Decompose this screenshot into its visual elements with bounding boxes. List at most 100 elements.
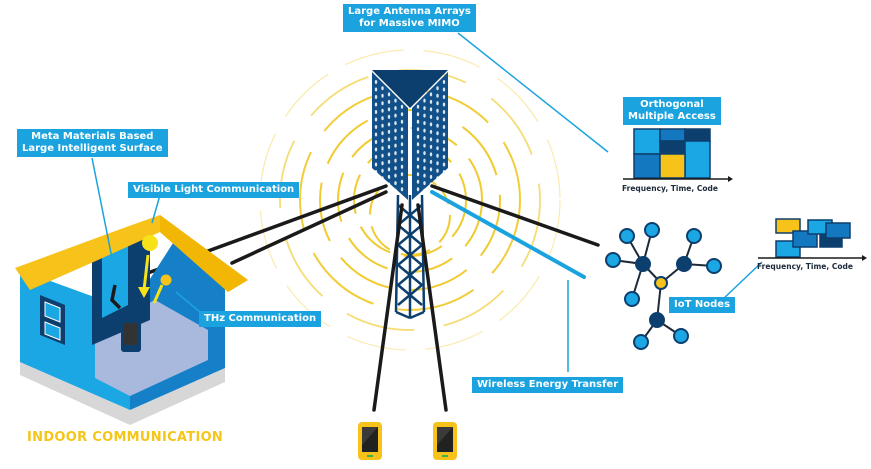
antenna-element <box>436 153 439 158</box>
antenna-element <box>374 155 378 159</box>
antenna-element <box>442 132 446 137</box>
antenna-element <box>442 147 446 152</box>
antenna-element <box>429 99 433 104</box>
label-oma: Orthogonal Multiple Access <box>623 97 721 125</box>
antenna-element <box>442 110 446 114</box>
antenna-element <box>442 80 446 84</box>
antenna-element <box>381 168 384 173</box>
antenna-element <box>416 187 420 192</box>
link-to-house-2 <box>230 190 388 265</box>
antenna-element <box>416 179 420 184</box>
antenna-element <box>442 155 446 159</box>
antenna-element <box>381 138 384 143</box>
antenna-element <box>387 144 391 149</box>
antenna-element <box>400 157 404 162</box>
antenna-element <box>381 153 384 158</box>
antenna-element <box>423 128 426 133</box>
antenna-element <box>423 106 426 111</box>
antenna-element <box>436 131 439 136</box>
antenna-element <box>387 174 391 179</box>
antenna-element <box>400 119 404 124</box>
label-meta-surface-line2: Large Intelligent Surface <box>22 143 163 154</box>
antenna-element <box>387 107 391 112</box>
antenna-element <box>423 121 426 126</box>
antenna-element <box>374 140 378 144</box>
antenna-element <box>387 99 391 104</box>
label-massive-mimo: Large Antenna Arrays for Massive MIMO <box>343 4 476 32</box>
oma-axis-label: Frequency, Time, Code <box>622 184 718 193</box>
antenna-element <box>394 188 397 193</box>
label-meta-surface-line1: Meta Materials Based <box>31 131 154 142</box>
antenna-element <box>442 87 446 92</box>
antenna-element <box>436 101 439 106</box>
antenna-element <box>429 129 433 134</box>
antenna-element <box>416 127 420 132</box>
antenna-element <box>394 158 397 163</box>
antenna-element <box>394 113 397 118</box>
antenna-element <box>423 158 426 163</box>
antenna-element <box>374 110 378 114</box>
antenna-element <box>374 80 378 84</box>
antenna-element <box>416 104 420 109</box>
antenna-element <box>387 122 391 127</box>
indoor-communication-title: INDOOR COMMUNICATION <box>27 430 224 445</box>
link-to-phone-2 <box>416 203 448 412</box>
antenna-element <box>416 142 420 147</box>
antenna-element <box>374 162 378 167</box>
antenna-element <box>387 137 391 142</box>
antenna-element <box>381 176 384 181</box>
antenna-element <box>381 86 384 91</box>
house-illustration <box>15 215 248 425</box>
antenna-element <box>387 182 391 187</box>
antenna-element <box>381 101 384 106</box>
antenna-element <box>374 132 378 137</box>
antenna-element <box>416 157 420 162</box>
noma-resource-chart <box>758 218 867 261</box>
antenna-element <box>436 108 439 113</box>
antenna-element <box>416 172 420 177</box>
antenna-element <box>442 140 446 144</box>
label-meta-surface: Meta Materials Based Large Intelligent S… <box>17 129 168 157</box>
antenna-element <box>374 117 378 122</box>
antenna-element <box>381 123 384 128</box>
label-oma-line1: Orthogonal <box>640 99 704 110</box>
antenna-element <box>436 123 439 128</box>
antenna-element <box>429 174 433 179</box>
antenna-element <box>400 142 404 147</box>
antenna-element <box>387 152 391 157</box>
antenna-element <box>374 147 378 152</box>
antenna-element <box>374 95 378 99</box>
oma-resource-chart <box>623 128 733 182</box>
antenna-element <box>436 176 439 181</box>
antenna-element <box>387 189 391 194</box>
phone-icon-2 <box>433 422 457 460</box>
antenna-element <box>423 143 426 148</box>
antenna-element <box>442 177 446 182</box>
antenna-element <box>429 122 433 127</box>
antenna-element <box>442 95 446 99</box>
link-to-phone-1 <box>372 203 404 412</box>
antenna-element <box>394 181 397 186</box>
antenna-element <box>416 134 420 139</box>
antenna-element <box>400 187 404 192</box>
antenna-element <box>387 114 391 119</box>
antenna-element <box>436 138 439 143</box>
antenna-element <box>442 162 446 167</box>
antenna-element <box>394 136 397 141</box>
antenna-element <box>394 98 397 103</box>
antenna-element <box>387 159 391 164</box>
energy-transfer-beam <box>430 190 586 279</box>
antenna-array-icon <box>372 70 448 200</box>
label-iot-nodes: IoT Nodes <box>669 297 736 313</box>
antenna-element <box>374 102 378 107</box>
antenna-element <box>394 121 397 126</box>
antenna-element <box>381 161 384 166</box>
link-to-iot <box>430 184 600 247</box>
antenna-element <box>416 149 420 154</box>
antenna-element <box>400 172 404 177</box>
antenna-element <box>436 93 439 98</box>
label-vlc: Visible Light Communication <box>128 182 300 198</box>
antenna-element <box>442 117 446 122</box>
antenna-element <box>442 102 446 107</box>
antenna-element <box>387 92 391 97</box>
